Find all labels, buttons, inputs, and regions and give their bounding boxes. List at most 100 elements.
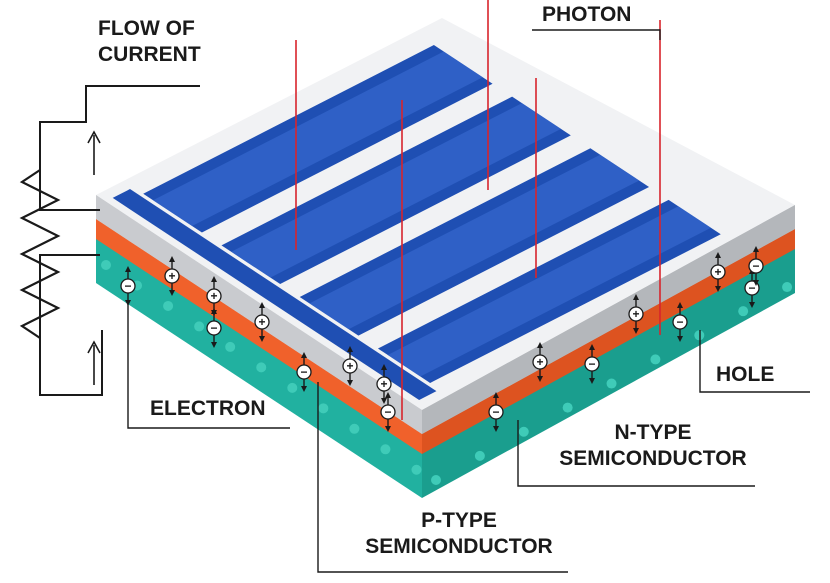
charge-arrow-head [381, 364, 387, 370]
p-type-layer [96, 237, 795, 498]
charge-arrow-head [211, 342, 217, 348]
charge-arrow-head [169, 290, 175, 296]
electron-charge-icon [584, 356, 600, 372]
hole-charge-symbol: + [210, 289, 217, 303]
hole-charge-symbol: + [714, 265, 721, 279]
hole-charge-icon [628, 306, 644, 322]
charge-arrow-head [753, 280, 759, 286]
label-n-type-line-2: SEMICONDUCTOR [559, 447, 747, 470]
charge-arrow-head [715, 286, 721, 292]
electron-charge-symbol: − [124, 279, 131, 293]
blue-cell-highlight-3 [309, 154, 640, 330]
label-p-type-line-2: SEMICONDUCTOR [365, 535, 553, 558]
hole-charge-icon [342, 358, 358, 374]
charge-arrow-head [677, 302, 683, 308]
label-flow-of-current: FLOW OF CURRENT [98, 16, 201, 68]
label-leader-lines [127, 29, 810, 573]
electron-charge-icon [672, 314, 688, 330]
electron-charge-symbol: − [210, 321, 217, 335]
electron-charge-symbol: − [588, 357, 595, 371]
external-circuit [19, 85, 200, 396]
label-n-type: N-TYPE SEMICONDUCTOR [553, 420, 753, 472]
p-layer-dot [349, 423, 360, 434]
charge-arrow-head [715, 252, 721, 258]
charge-arrow-head [385, 426, 391, 432]
charge-arrow-head [347, 380, 353, 386]
circuit-wire-top [39, 85, 200, 211]
p-layer-dot [650, 354, 661, 365]
charge-arrow-head [259, 336, 265, 342]
top-edge-front [96, 195, 422, 434]
charge-arrow-head [301, 386, 307, 392]
label-electron: ELECTRON [150, 397, 266, 420]
p-layer-dot [225, 341, 236, 352]
charge-arrow-head [385, 392, 391, 398]
hole-charge-symbol: + [258, 315, 265, 329]
top-electrode-layer [96, 18, 795, 434]
label-p-type: P-TYPE SEMICONDUCTOR [352, 508, 566, 560]
current-arrow-icon [87, 130, 101, 144]
charge-arrow-head [211, 308, 217, 314]
blue-cell-highlight-1 [153, 51, 483, 226]
p-type-leader-line [317, 382, 568, 573]
charge-arrow-head [633, 294, 639, 300]
top-face [96, 18, 795, 410]
electron-charge-symbol: − [300, 365, 307, 379]
hole-charge-icon [254, 314, 270, 330]
hole-leader-line [699, 330, 810, 393]
hole-charge-icon [532, 354, 548, 370]
p-layer-dot [431, 475, 441, 485]
n-layer-right [422, 229, 795, 454]
charge-arrow-head [537, 376, 543, 382]
p-layer-dot [411, 464, 422, 475]
circuit-wire-bottom [39, 254, 103, 396]
electron-charge-icon [488, 404, 504, 420]
hole-charge-icon [376, 376, 392, 392]
charge-arrow-head [537, 342, 543, 348]
photon-rays [295, 0, 661, 420]
charge-arrow-head [125, 266, 131, 272]
p-layer-dot [318, 403, 329, 414]
p-layer-dot [380, 444, 391, 455]
hole-charge-icon [206, 288, 222, 304]
electron-charge-icon [296, 364, 312, 380]
charge-arrow-head [677, 336, 683, 342]
electron-charge-symbol: − [676, 315, 683, 329]
label-hole: HOLE [716, 363, 775, 386]
electron-charge-icon [120, 278, 136, 294]
hole-charge-symbol: + [168, 269, 175, 283]
label-flow-line-1: FLOW OF [98, 17, 195, 40]
charge-arrow-head [169, 256, 175, 262]
charge-arrow-head [633, 328, 639, 334]
label-p-type-line-1: P-TYPE [421, 509, 497, 532]
charge-arrow-head [381, 398, 387, 404]
charge-arrow-head [753, 246, 759, 252]
p-layer-dot [562, 402, 573, 413]
p-layer-dot [474, 450, 485, 461]
p-layer-dot [287, 382, 298, 393]
current-arrow-icon [87, 340, 101, 354]
blue-cell-highlight-4 [387, 206, 711, 377]
top-edge-right [422, 205, 795, 434]
electron-leader-line [127, 300, 290, 429]
p-layer-dot [194, 321, 205, 332]
charge-arrow-head [493, 392, 499, 398]
p-layer-right [422, 247, 795, 498]
hole-charge-icon [164, 268, 180, 284]
p-layer-dot [256, 362, 267, 373]
charge-arrow-head [589, 344, 595, 350]
p-layer-dot [694, 330, 705, 341]
charge-arrow-head [749, 302, 755, 308]
p-layer-dot [518, 426, 529, 437]
front-busbar [112, 189, 437, 401]
n-type-leader-line [517, 420, 755, 487]
hole-charge-symbol: + [632, 307, 639, 321]
electron-charge-symbol: − [492, 405, 499, 419]
electron-charge-symbol: − [748, 281, 755, 295]
hole-charge-symbol: + [536, 355, 543, 369]
electron-charge-icon [380, 404, 396, 420]
blue-cell-highlight-2 [231, 103, 562, 278]
electron-charge-symbol: − [384, 405, 391, 419]
resistor-icon [19, 169, 61, 339]
